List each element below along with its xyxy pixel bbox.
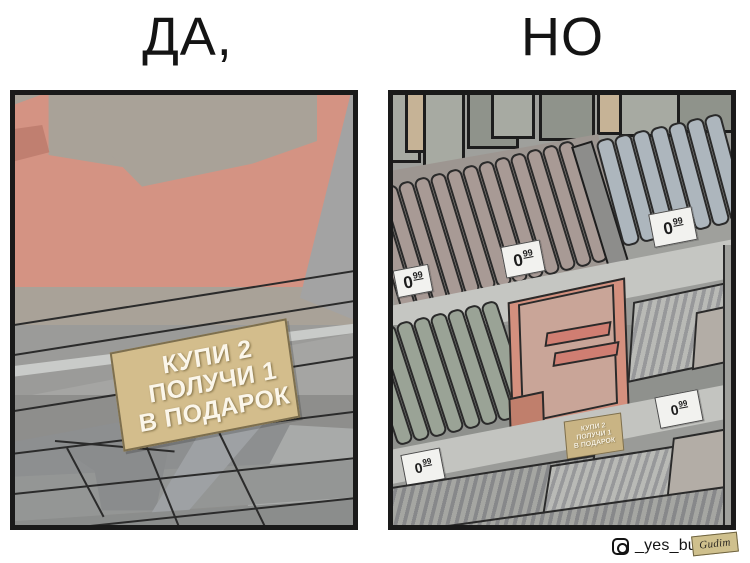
price-tag-cents: 99 [521,246,534,259]
price-tag-cents: 99 [671,214,684,227]
panel-title-but: НО [521,7,604,67]
instagram-handle: _yes_but [635,537,702,554]
yes-panel-scene: КУПИ 2 ПОЛУЧИ 1 В ПОДАРОК [15,95,353,525]
price-tag-cents: 99 [421,456,433,467]
price-tag-cents: 99 [411,268,424,281]
artist-signature-tag: Gudim [691,531,739,557]
watermark: _yes_but [612,537,702,555]
hanging-item-5 [491,95,535,139]
instagram-icon [612,537,629,555]
artist-signature: Gudim [698,536,732,552]
hanging-item-6 [539,95,595,141]
comic-panel-yes: КУПИ 2 ПОЛУЧИ 1 В ПОДАРОК [10,90,358,530]
panel-title-yes: ДА, [142,7,233,67]
right-edge-shelf [723,245,731,525]
price-tag-cents: 99 [677,398,689,409]
